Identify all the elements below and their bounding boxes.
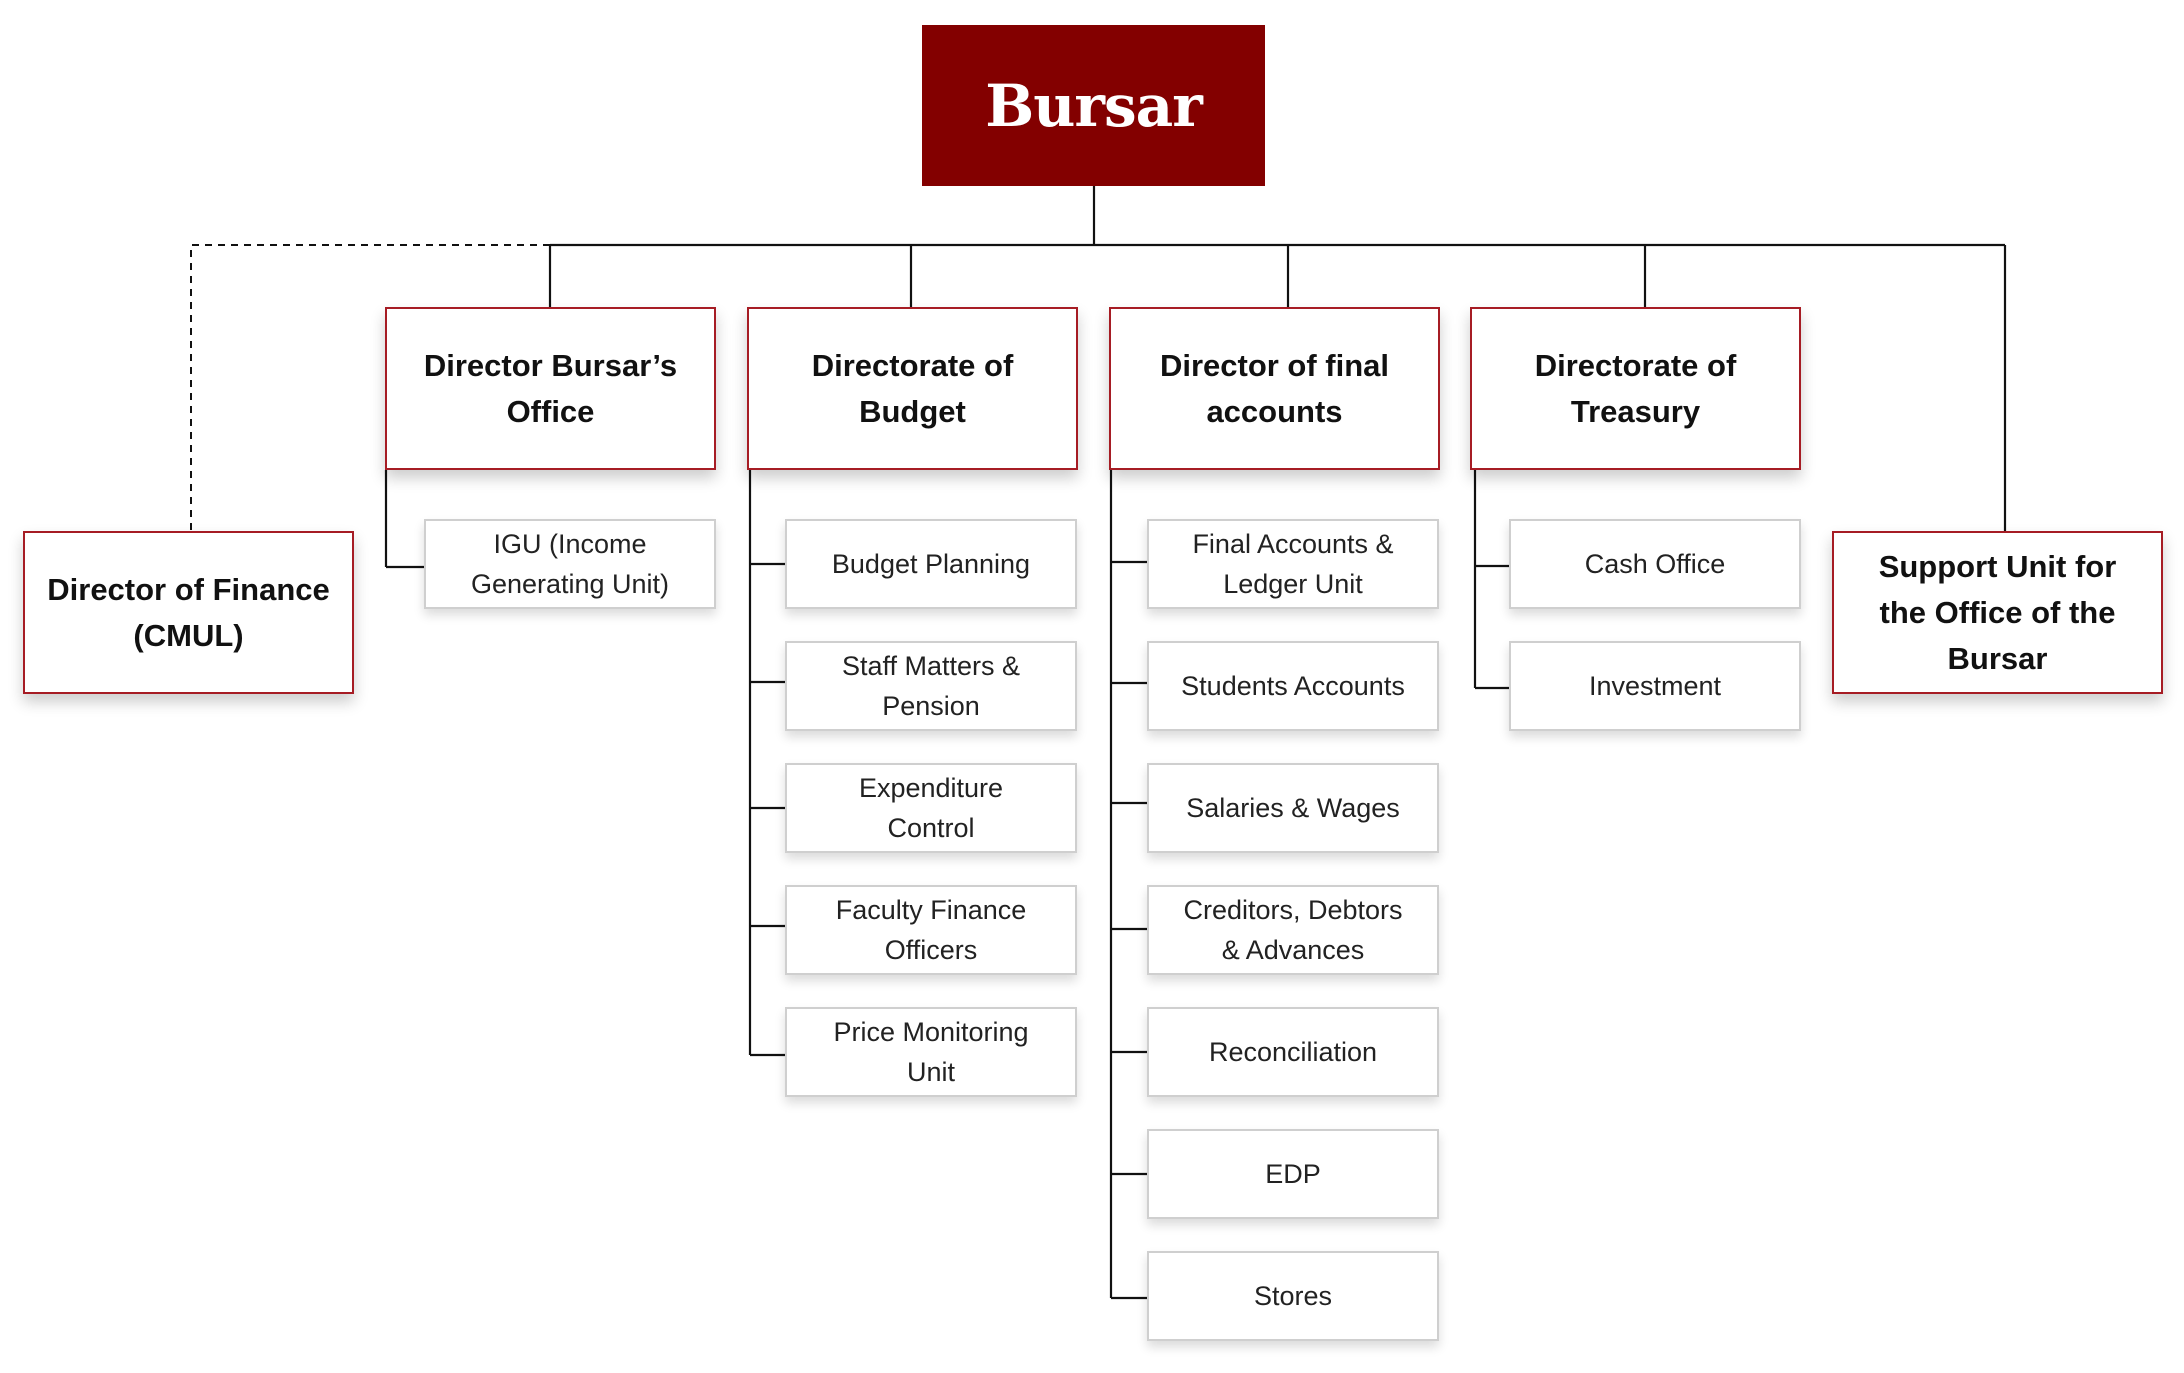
unit-stores: Stores: [1147, 1251, 1439, 1341]
unit-students-accounts: Students Accounts: [1147, 641, 1439, 731]
dashed-connector-finance: [190, 244, 550, 531]
unit-salaries-wages: Salaries & Wages: [1147, 763, 1439, 853]
unit-label: Salaries & Wages: [1186, 793, 1400, 823]
unit-staff-matters-pension: Staff Matters & Pension: [785, 641, 1077, 731]
node-support-unit: Support Unit for the Office of the Bursa…: [1832, 531, 2163, 694]
node-director-of-finance: Director of Finance (CMUL): [23, 531, 354, 694]
unit-price-monitoring: Price Monitoring Unit: [785, 1007, 1077, 1097]
unit-faculty-finance-officers: Faculty Finance Officers: [785, 885, 1077, 975]
node-director-bursars-office: Director Bursar’s Office: [385, 307, 716, 470]
unit-label: Investment: [1588, 671, 1722, 701]
unit-cash-office: Cash Office: [1509, 519, 1801, 609]
unit-expenditure-control: Expenditure Control: [785, 763, 1077, 853]
unit-igu-label: IGU (Income Generating Unit): [470, 529, 670, 599]
node-director-bursars-office-label: Director Bursar’s Office: [423, 347, 678, 429]
unit-reconciliation: Reconciliation: [1147, 1007, 1439, 1097]
node-directorate-of-budget: Directorate of Budget: [747, 307, 1078, 470]
unit-label: Reconciliation: [1208, 1037, 1378, 1067]
unit-final-accounts-ledger: Final Accounts & Ledger Unit: [1147, 519, 1439, 609]
unit-label: Price Monitoring Unit: [833, 1017, 1029, 1087]
unit-label: Expenditure Control: [858, 773, 1004, 843]
unit-investment: Investment: [1509, 641, 1801, 731]
unit-label: Students Accounts: [1181, 671, 1405, 701]
unit-igu: IGU (Income Generating Unit): [424, 519, 716, 609]
unit-creditors-debtors-advances: Creditors, Debtors & Advances: [1147, 885, 1439, 975]
unit-label: Stores: [1253, 1281, 1333, 1311]
node-director-of-final-accounts: Director of final accounts: [1109, 307, 1440, 470]
node-directorate-of-treasury: Directorate of Treasury: [1470, 307, 1801, 470]
unit-label: Final Accounts & Ledger Unit: [1192, 529, 1394, 599]
unit-label: Cash Office: [1584, 549, 1726, 579]
unit-label: Faculty Finance Officers: [835, 895, 1027, 965]
unit-budget-planning: Budget Planning: [785, 519, 1077, 609]
unit-label: Budget Planning: [831, 549, 1031, 579]
node-director-of-finance-label: Director of Finance (CMUL): [47, 571, 330, 653]
node-director-of-final-accounts-label: Director of final accounts: [1159, 347, 1390, 429]
node-support-unit-label: Support Unit for the Office of the Bursa…: [1878, 548, 2117, 676]
unit-label: EDP: [1265, 1159, 1321, 1189]
unit-edp: EDP: [1147, 1129, 1439, 1219]
unit-label: Staff Matters & Pension: [841, 651, 1021, 721]
node-directorate-of-budget-label: Directorate of Budget: [811, 347, 1014, 429]
node-directorate-of-treasury-label: Directorate of Treasury: [1534, 347, 1737, 429]
root-node-label: Bursar: [985, 71, 1203, 140]
unit-label: Creditors, Debtors & Advances: [1183, 895, 1403, 965]
root-node-bursar: Bursar: [922, 25, 1265, 186]
